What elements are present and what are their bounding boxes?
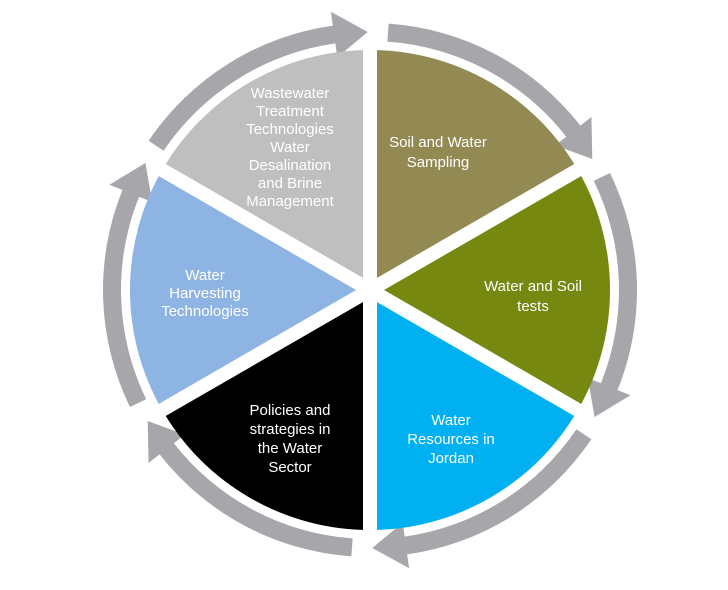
cycle-arrow-4 (147, 420, 353, 557)
cycle-arrow-5 (102, 162, 153, 408)
label-line: and Brine (258, 175, 322, 192)
segment-divider (156, 162, 374, 297)
label-line: Wastewater (251, 85, 330, 102)
label-line: Water (270, 139, 309, 156)
label-line: Desalination (249, 157, 332, 174)
label-water-soil-tests: Water and Soil tests (484, 278, 582, 315)
segment-policies-strategies (162, 290, 370, 530)
label-line: Technologies (161, 303, 249, 320)
label-line: Harvesting (169, 285, 241, 302)
segment-water-resources-jordan (370, 290, 578, 530)
label-line: Policies and (250, 402, 331, 419)
cycle-arrow-1 (387, 23, 593, 160)
label-line: Management (246, 193, 334, 210)
label-line: Technologies (246, 121, 334, 138)
label-line: Water and Soil (484, 278, 582, 295)
segment-soil-water-sampling (370, 50, 578, 290)
segment-wedges (129, 49, 611, 530)
label-line: Sampling (407, 154, 470, 171)
segment-divider (366, 162, 584, 297)
label-line: Jordan (428, 450, 474, 467)
label-line: Sector (268, 459, 311, 476)
label-line: Resources in (407, 431, 495, 448)
label-line: strategies in (250, 421, 331, 438)
label-line: tests (517, 298, 549, 315)
segment-water-soil-tests (370, 170, 611, 410)
segment-water-harvesting (129, 170, 370, 410)
cycle-arrow-3 (372, 429, 592, 569)
label-line: Soil and Water (389, 134, 487, 151)
label-line: Water (185, 267, 224, 284)
segment-divider (156, 283, 374, 418)
label-line: Treatment (256, 103, 325, 120)
segment-dividers (156, 48, 584, 532)
cycle-arrow-2 (587, 172, 638, 418)
segment-wastewater-desalination (162, 49, 370, 290)
arrow-ring (102, 11, 638, 569)
cycle-arrow-6 (148, 11, 368, 151)
label-line: Water (431, 412, 470, 429)
segment-divider (366, 283, 584, 418)
label-line: the Water (258, 440, 322, 457)
